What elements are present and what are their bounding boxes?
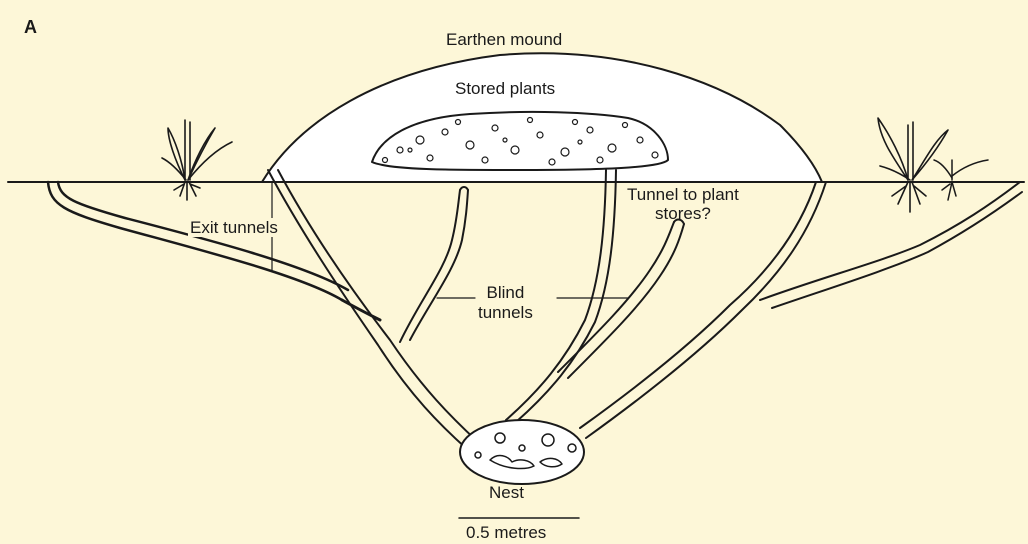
blind-tunnels-label: Blind tunnels: [478, 283, 533, 323]
panel-label: A: [24, 18, 37, 37]
stored-plants-label: Stored plants: [455, 79, 555, 98]
blind-tunnels-label-line1: Blind: [478, 283, 533, 303]
blind-tunnel-right: [558, 222, 674, 372]
tunnel-to-plant-stores-line1: Tunnel to plant: [627, 185, 739, 204]
right-plant-small: [934, 160, 988, 200]
left-exit-tunnel: [48, 182, 342, 300]
tunnel-to-plant-stores-line2: stores?: [627, 204, 739, 223]
nest-label: Nest: [489, 483, 524, 502]
tunnel-to-plant-stores-label: Tunnel to plant stores?: [627, 185, 739, 223]
left-plant: [162, 120, 232, 200]
exit-tunnels-label: Exit tunnels: [188, 218, 280, 237]
scale-bar-label: 0.5 metres: [466, 523, 546, 542]
blind-tunnel-left: [400, 190, 460, 342]
right-plant-large: [878, 118, 948, 212]
earthen-mound-label: Earthen mound: [446, 30, 562, 49]
blind-tunnels-label-line2: tunnels: [478, 303, 533, 323]
